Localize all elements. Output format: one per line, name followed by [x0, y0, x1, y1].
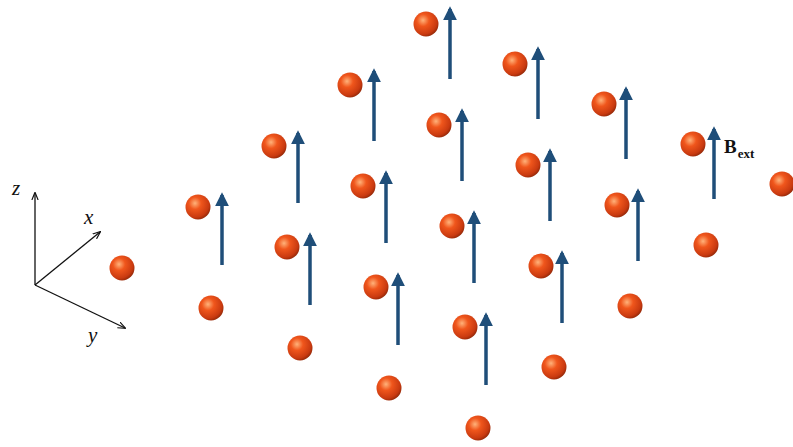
- spin-sphere: [618, 294, 643, 319]
- field-arrow: [460, 111, 464, 181]
- field-arrow: [624, 89, 628, 159]
- spin-sphere: [377, 376, 402, 401]
- spin-sphere: [529, 254, 554, 279]
- spin-sphere: [770, 172, 793, 197]
- field-symbol: B: [724, 137, 737, 156]
- spin-sphere: [275, 235, 300, 260]
- field-arrow: [712, 129, 716, 199]
- spin-sphere: [503, 52, 528, 77]
- spin-sphere: [681, 132, 706, 157]
- field-arrow: [560, 253, 564, 323]
- field-subscript: ext: [738, 147, 755, 160]
- z-axis: [34, 193, 35, 285]
- field-arrow: [448, 9, 452, 79]
- spin-sphere: [351, 174, 376, 199]
- field-arrow: [484, 315, 488, 385]
- spin-sphere: [605, 193, 630, 218]
- field-arrow: [396, 275, 400, 345]
- y-axis: [35, 285, 125, 328]
- field-arrow: [220, 195, 224, 265]
- field-arrow: [548, 151, 552, 221]
- axis-label: y: [88, 325, 97, 346]
- field-arrow: [472, 213, 476, 283]
- spin-sphere: [694, 233, 719, 258]
- field-arrow: [372, 71, 376, 141]
- axis-label: x: [84, 207, 93, 228]
- field-arrow: [536, 49, 540, 119]
- spin-sphere: [186, 195, 211, 220]
- spin-sphere: [516, 153, 541, 178]
- spin-sphere: [288, 336, 313, 361]
- spin-sphere: [440, 214, 465, 239]
- axes: [35, 193, 125, 328]
- spin-sphere: [427, 113, 452, 138]
- axis-label: z: [12, 178, 20, 199]
- spin-sphere: [592, 92, 617, 117]
- spin-sphere: [199, 296, 224, 321]
- field-arrow: [384, 173, 388, 243]
- spin-sphere: [338, 73, 363, 98]
- spin-sphere: [466, 416, 491, 441]
- spin-sphere: [110, 256, 135, 281]
- field-arrow: [296, 133, 300, 203]
- spin-sphere: [542, 355, 567, 380]
- spin-sphere: [453, 315, 478, 340]
- field-arrow: [636, 191, 640, 261]
- spin-sphere: [364, 275, 389, 300]
- x-axis: [35, 232, 100, 285]
- spin-sphere: [262, 134, 287, 159]
- field-arrow: [308, 235, 312, 305]
- spin-sphere: [414, 12, 439, 37]
